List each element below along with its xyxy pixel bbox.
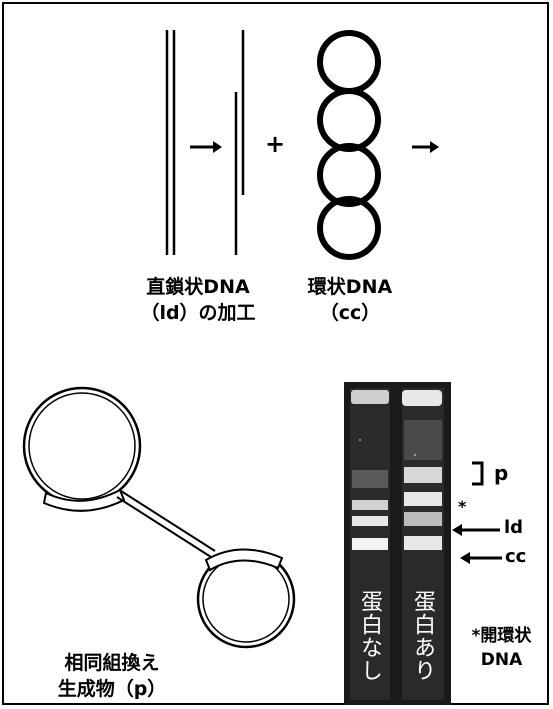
linear-dna-label-line2: （ld）の加工 [128, 300, 268, 326]
product-label-line2: 生成物（p） [42, 676, 182, 702]
linear-dna [167, 30, 174, 255]
lane1-label: 蛋白なし [354, 590, 384, 700]
linear-dna-label-line1: 直鎖状DNA [128, 274, 268, 300]
lane2-label: 蛋白あり [407, 590, 437, 700]
product-label-line1: 相同組換え [42, 650, 182, 676]
processed-linear-dna [236, 30, 243, 255]
recombination-product [24, 388, 294, 647]
bracket-p-label: p [494, 461, 508, 485]
circular-dna-label: 環状DNA （cc） [290, 274, 410, 326]
open-circle-note: *開環状 DNA [454, 624, 549, 672]
arrow-left-ld-icon [452, 524, 500, 536]
open-circle-note-line1: *開環状 [454, 624, 549, 648]
star-mark: * [458, 497, 466, 516]
product-label: 相同組換え 生成物（p） [42, 650, 182, 702]
open-circle-note-line2: DNA [454, 648, 549, 672]
ld-label: ld [504, 517, 523, 538]
arrow-left-cc-icon [460, 552, 502, 564]
circular-dna [320, 33, 378, 257]
linear-dna-label: 直鎖状DNA （ld）の加工 [128, 274, 268, 326]
circular-dna-label-line1: 環状DNA [290, 274, 410, 300]
arrow-right-1-icon [190, 141, 222, 153]
circular-dna-label-line2: （cc） [290, 300, 410, 326]
arrow-right-2-icon [412, 141, 439, 153]
plus-sign: + [265, 130, 285, 158]
bracket-p-icon [472, 463, 482, 484]
cc-label: cc [505, 546, 526, 567]
